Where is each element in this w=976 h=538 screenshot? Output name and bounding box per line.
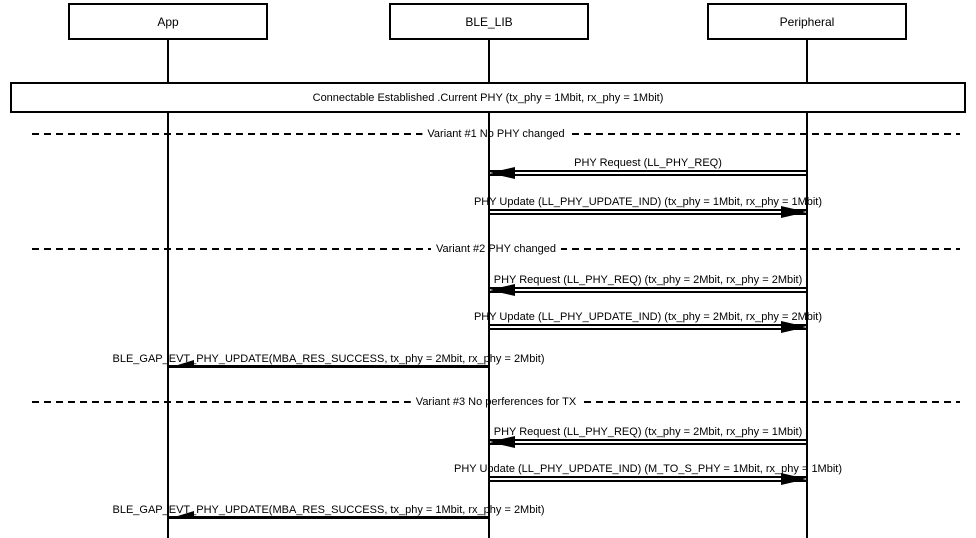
divider-label: Variant #3 No perferences for TX xyxy=(410,395,582,409)
message-line xyxy=(489,213,807,215)
actor-label: BLE_LIB xyxy=(465,14,513,29)
banner-label: Connectable Established .Current PHY (tx… xyxy=(312,91,664,104)
message-label: PHY Update (LL_PHY_UPDATE_IND) (tx_phy =… xyxy=(473,311,823,323)
lifeline-app xyxy=(167,40,169,538)
divider-label: Variant #2 PHY changed xyxy=(430,242,562,256)
message-phy-request-2: PHY Request (LL_PHY_REQ) (tx_phy = 2Mbit… xyxy=(489,274,807,296)
arrowhead-right-icon xyxy=(781,473,807,485)
message-phy-update-3: PHY Update (LL_PHY_UPDATE_IND) (M_TO_S_P… xyxy=(454,463,842,485)
message-line xyxy=(489,480,807,482)
arrowhead-left-icon xyxy=(489,436,515,448)
message-label: PHY Update (LL_PHY_UPDATE_IND) (tx_phy =… xyxy=(473,196,823,208)
message-gap-evt-phy-update-2: BLE_GAP_EVT_PHY_UPDATE(MBA_RES_SUCCESS, … xyxy=(112,504,545,522)
message-label: PHY Request (LL_PHY_REQ) (tx_phy = 2Mbit… xyxy=(493,274,803,286)
actor-box-ble-lib: BLE_LIB xyxy=(389,3,589,40)
arrowhead-left-icon xyxy=(489,167,515,179)
arrowhead-left-icon xyxy=(489,284,515,296)
message-line xyxy=(489,291,807,293)
message-line xyxy=(489,328,807,330)
divider-label: Variant #1 No PHY changed xyxy=(422,127,570,141)
message-label: BLE_GAP_EVT_PHY_UPDATE(MBA_RES_SUCCESS, … xyxy=(112,353,545,365)
message-label: PHY Request (LL_PHY_REQ) (tx_phy = 2Mbit… xyxy=(493,426,803,438)
arrowhead-right-icon xyxy=(781,206,807,218)
message-line xyxy=(489,443,807,445)
actor-label: Peripheral xyxy=(779,14,835,29)
arrowhead-half-left-icon xyxy=(168,360,194,368)
message-label: PHY Request (LL_PHY_REQ) xyxy=(574,157,722,169)
message-phy-request-3: PHY Request (LL_PHY_REQ) (tx_phy = 2Mbit… xyxy=(489,426,807,448)
message-line xyxy=(489,439,807,441)
arrowhead-right-icon xyxy=(781,321,807,333)
message-line xyxy=(489,174,807,176)
message-label: BLE_GAP_EVT_PHY_UPDATE(MBA_RES_SUCCESS, … xyxy=(112,504,545,516)
arrowhead-half-left-icon xyxy=(168,511,194,519)
message-line xyxy=(489,287,807,289)
message-line xyxy=(168,365,489,368)
message-gap-evt-phy-update-1: BLE_GAP_EVT_PHY_UPDATE(MBA_RES_SUCCESS, … xyxy=(112,353,545,371)
message-phy-update-1: PHY Update (LL_PHY_UPDATE_IND) (tx_phy =… xyxy=(474,196,822,218)
message-line xyxy=(489,324,807,326)
message-phy-update-2: PHY Update (LL_PHY_UPDATE_IND) (tx_phy =… xyxy=(474,311,822,333)
message-line xyxy=(489,170,807,172)
banner-connection-state: Connectable Established .Current PHY (tx… xyxy=(10,82,966,113)
message-line xyxy=(168,516,489,519)
message-line xyxy=(489,209,807,211)
message-line xyxy=(489,476,807,478)
message-phy-request-1: PHY Request (LL_PHY_REQ) xyxy=(489,157,807,179)
lifeline-peripheral xyxy=(806,40,808,538)
message-label: PHY Update (LL_PHY_UPDATE_IND) (M_TO_S_P… xyxy=(453,463,843,475)
actor-label: App xyxy=(157,14,179,29)
actor-box-app: App xyxy=(68,3,268,40)
actor-box-peripheral: Peripheral xyxy=(707,3,907,40)
